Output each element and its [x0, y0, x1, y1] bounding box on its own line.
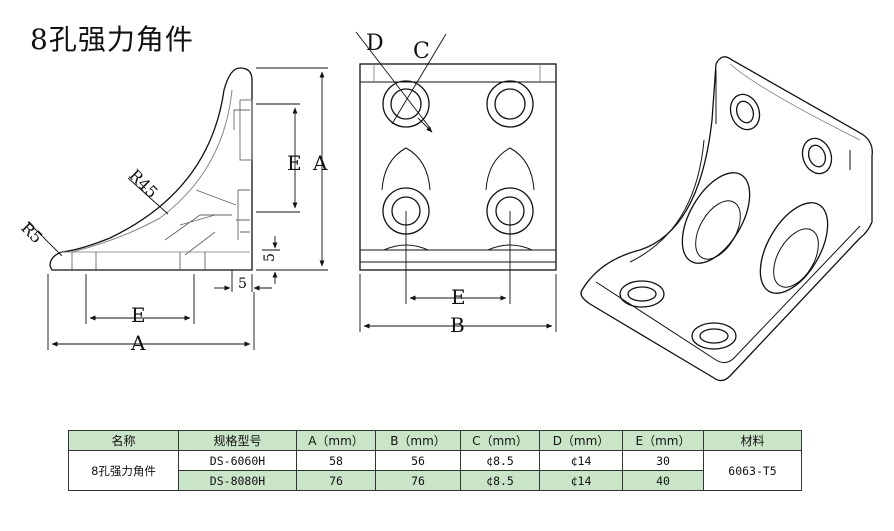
front-view	[359, 63, 557, 271]
front-slot-right	[485, 147, 535, 191]
cell-material: 6063-T5	[703, 450, 802, 491]
label-e-vertical: E	[287, 151, 302, 175]
front-hole-top-right	[486, 80, 534, 128]
iso-slot-left	[681, 172, 751, 264]
cell-b: 76	[375, 470, 461, 491]
label-5-vertical: 5	[262, 253, 278, 262]
cell-a: 76	[296, 470, 376, 491]
cell-d: ¢14	[539, 450, 623, 471]
cell-c: ¢8.5	[460, 470, 540, 491]
isometric-view	[580, 56, 873, 382]
label-b-front: B	[450, 313, 465, 337]
cell-e: 40	[622, 470, 704, 491]
label-d: D	[366, 31, 384, 56]
header-a: A（mm）	[296, 430, 376, 451]
side-view-internal-lines	[71, 109, 250, 270]
label-e-front: E	[451, 285, 466, 309]
label-r5: R5	[17, 218, 46, 247]
label-c: C	[413, 39, 430, 64]
header-model: 规格型号	[178, 430, 297, 451]
label-5-horizontal: 5	[238, 276, 247, 292]
side-view-outline	[49, 67, 253, 271]
iso-hole-top-left	[729, 93, 761, 131]
front-view-dimensions	[355, 31, 557, 332]
cell-e: 30	[622, 450, 704, 471]
table-row: DS-8080H 76 76 ¢8.5 ¢14 40	[69, 470, 802, 491]
label-a-horizontal: A	[130, 331, 146, 355]
header-d: D（mm）	[539, 430, 623, 451]
side-view-dimensions	[27, 67, 328, 350]
front-slot-left	[381, 147, 431, 191]
technical-drawing: R5 R45 E A 5 5 E A	[17, 31, 873, 382]
side-view	[49, 67, 253, 271]
cell-model: DS-8080H	[178, 470, 297, 491]
label-a-vertical: A	[312, 151, 328, 175]
header-e: E（mm）	[622, 430, 704, 451]
table-row: 8孔强力角件 DS-6060H 58 56 ¢8.5 ¢14 30 6063-T…	[68, 450, 802, 491]
iso-hole-bottom-left	[619, 280, 665, 308]
iso-hole-bottom-right	[691, 322, 737, 350]
side-view-fillet-inner	[71, 89, 233, 253]
iso-body-outline	[580, 56, 873, 382]
header-c: C（mm）	[460, 430, 540, 451]
cell-c: ¢8.5	[460, 450, 540, 471]
side-view-slot-right	[239, 99, 253, 161]
spec-table: 名称 规格型号 A（mm） B（mm） C（mm） D（mm） E（mm） 材料…	[68, 430, 802, 491]
cell-d: ¢14	[539, 470, 623, 491]
iso-curve-edge	[629, 139, 705, 263]
iso-back-edge	[715, 70, 851, 170]
iso-hole-top-right	[801, 137, 833, 175]
cell-name: 8孔强力角件	[68, 450, 179, 491]
iso-slot-right	[759, 202, 829, 294]
table-header-row: 名称 规格型号 A（mm） B（mm） C（mm） D（mm） E（mm） 材料	[68, 430, 802, 451]
iso-front-face	[595, 225, 861, 364]
page-title: 8孔强力角件	[30, 23, 194, 56]
label-e-horizontal: E	[131, 303, 146, 327]
cell-model: DS-6060H	[178, 450, 297, 471]
front-hole-top-left	[382, 80, 430, 128]
front-view-outline	[359, 63, 557, 271]
cell-b: 56	[375, 450, 461, 471]
header-name: 名称	[68, 430, 179, 451]
label-r45: R45	[125, 165, 161, 201]
header-material: 材料	[703, 430, 802, 451]
header-b: B（mm）	[375, 430, 461, 451]
cell-a: 58	[296, 450, 376, 471]
